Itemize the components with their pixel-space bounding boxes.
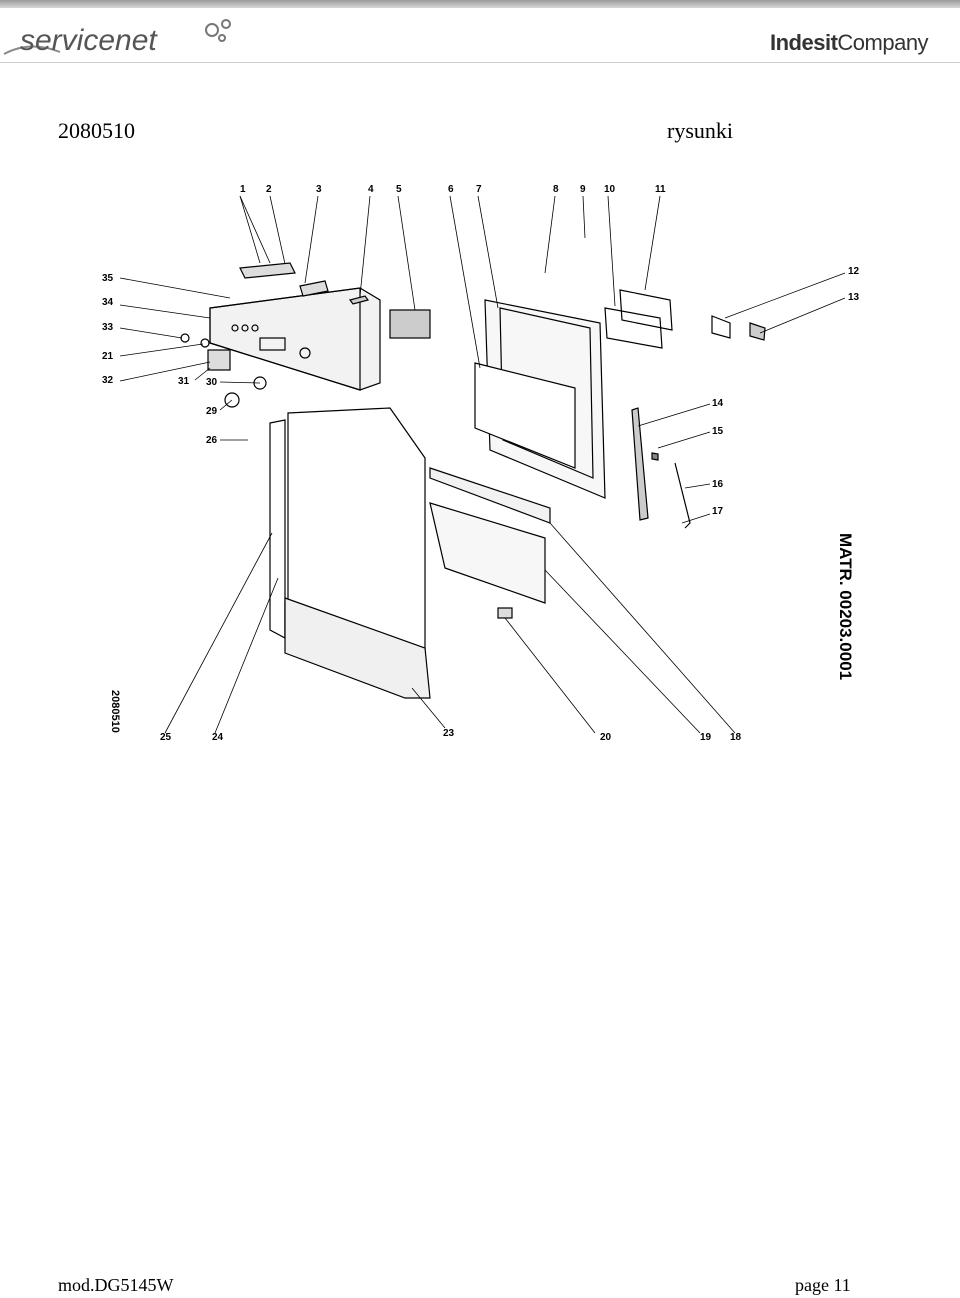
svg-text:19: 19 xyxy=(700,732,712,742)
header-bar xyxy=(0,0,960,8)
svg-text:31: 31 xyxy=(178,376,190,387)
svg-text:29: 29 xyxy=(206,406,218,417)
svg-text:8: 8 xyxy=(553,184,559,195)
svg-text:10: 10 xyxy=(604,184,616,195)
svg-text:5: 5 xyxy=(396,184,402,195)
drawing-number: 2080510 xyxy=(109,690,121,733)
svg-text:14: 14 xyxy=(712,398,724,409)
brand-left-text: servicenet xyxy=(20,24,158,57)
svg-text:24: 24 xyxy=(212,732,224,742)
svg-text:20: 20 xyxy=(600,732,612,742)
gear-icon xyxy=(205,19,231,42)
svg-text:4: 4 xyxy=(368,184,374,195)
svg-text:11: 11 xyxy=(655,184,666,195)
svg-text:30: 30 xyxy=(206,377,218,388)
brand-right-light: Company xyxy=(837,30,929,55)
svg-text:17: 17 xyxy=(712,506,724,517)
svg-text:13: 13 xyxy=(848,292,860,303)
svg-text:3: 3 xyxy=(316,184,322,195)
page-number: page 11 xyxy=(795,1275,851,1295)
svg-text:26: 26 xyxy=(206,435,218,446)
svg-text:9: 9 xyxy=(580,184,586,195)
svg-text:15: 15 xyxy=(712,426,724,437)
model-footer: mod.DG5145W xyxy=(58,1275,174,1295)
svg-text:32: 32 xyxy=(102,375,114,386)
matr-label: MATR. 00203.0001 xyxy=(836,533,855,680)
svg-text:7: 7 xyxy=(476,184,482,195)
svg-text:16: 16 xyxy=(712,479,724,490)
svg-text:25: 25 xyxy=(160,732,172,742)
svg-text:12: 12 xyxy=(848,266,860,277)
document-section: rysunki xyxy=(667,118,733,143)
svg-text:21: 21 xyxy=(102,351,114,362)
svg-text:6: 6 xyxy=(448,184,454,195)
svg-text:18: 18 xyxy=(730,732,742,742)
svg-text:33: 33 xyxy=(102,322,114,333)
svg-text:34: 34 xyxy=(102,297,114,308)
svg-text:23: 23 xyxy=(443,728,455,739)
header-divider xyxy=(0,62,960,63)
svg-text:35: 35 xyxy=(102,273,114,284)
document-id: 2080510 xyxy=(58,118,135,143)
svg-text:2: 2 xyxy=(266,184,272,195)
servicenet-logo: servicenet xyxy=(3,19,231,57)
indesit-company-logo: IndesitCompany xyxy=(770,30,929,56)
svg-text:1: 1 xyxy=(240,184,246,195)
brand-right-bold: Indesit xyxy=(770,30,838,55)
